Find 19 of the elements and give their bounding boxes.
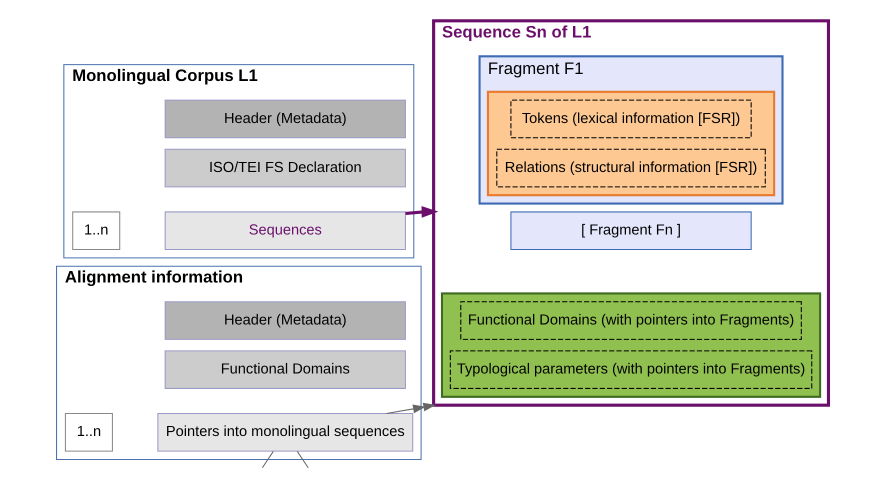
node-box: Typological parameters (with pointers into Fragments) (449, 350, 812, 389)
node-box: Functional Domains (with pointers into Fragments) (460, 301, 802, 340)
node-box: 1..n (72, 211, 120, 250)
node-box: Sequences (164, 211, 406, 250)
node-box: 1..n (64, 413, 112, 452)
node-box: Tokens (lexical information [FSR]) (510, 100, 752, 138)
cluster (486, 90, 775, 196)
node-box: Header (Metadata) (164, 301, 406, 340)
cluster (440, 292, 821, 398)
connector (261, 451, 274, 468)
arrow (404, 206, 438, 218)
connector (296, 451, 308, 468)
node-box: Header (Metadata) (164, 100, 406, 138)
node-box: ISO/TEI FS Declaration (164, 148, 406, 188)
node-box: Functional Domains (164, 350, 406, 389)
node-box: Relations (structural information [FSR]) (496, 148, 766, 188)
node-box: [ Fragment Fn ] (510, 211, 752, 250)
node-box: Pointers into monolingual sequences (156, 413, 413, 452)
arrow (386, 402, 436, 414)
